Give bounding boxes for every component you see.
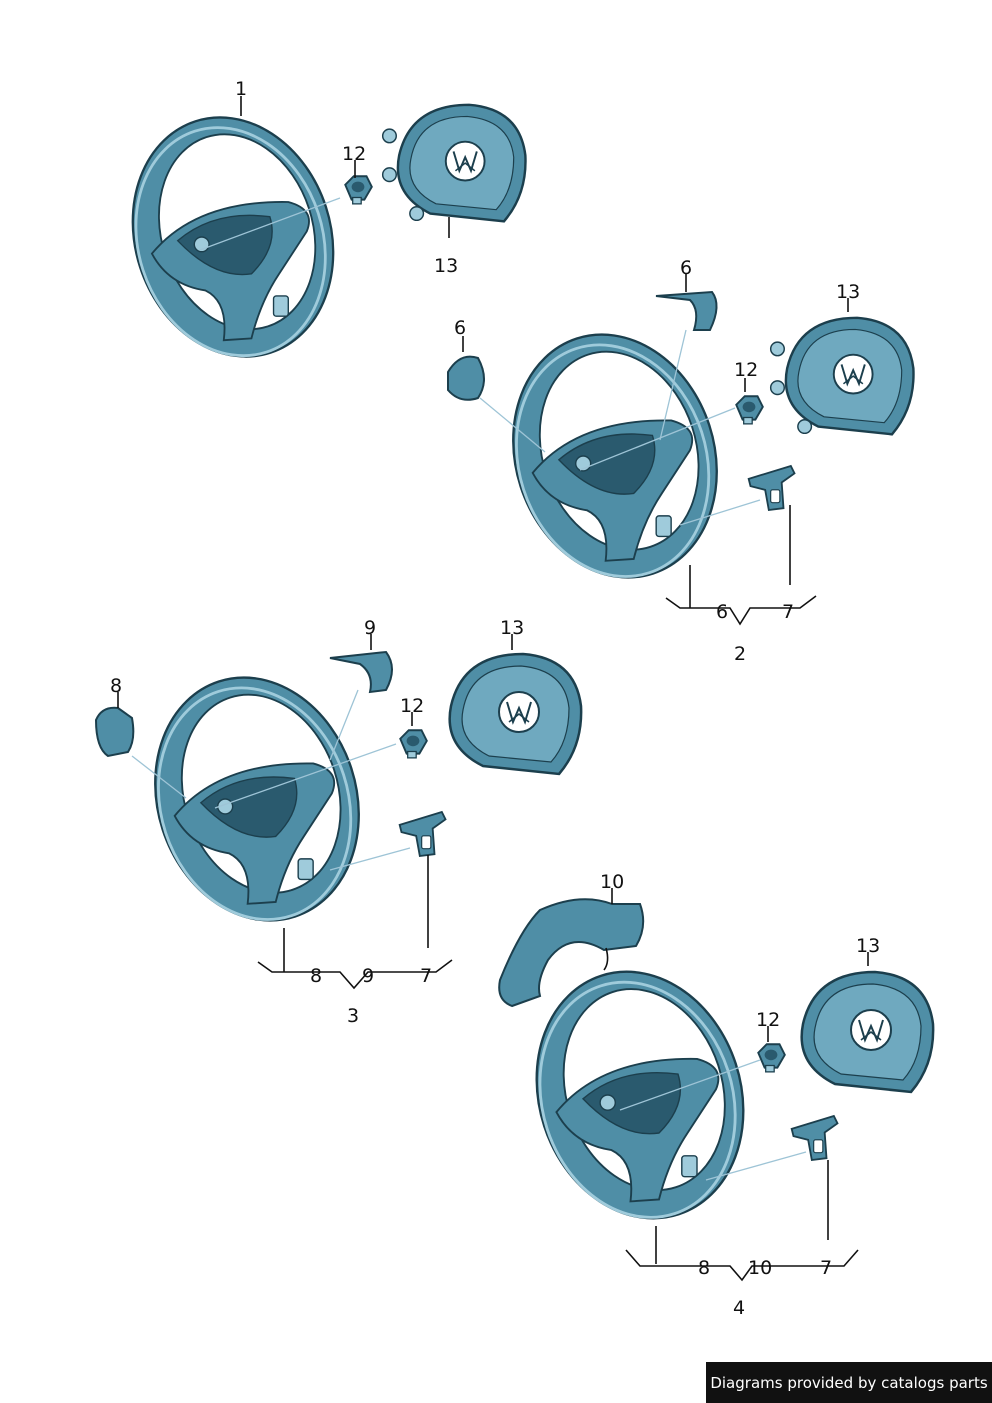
label-trim-left: 6 bbox=[454, 317, 466, 339]
wiring-harness[interactable] bbox=[498, 898, 645, 1008]
bracket-4[interactable] bbox=[790, 1115, 839, 1161]
switch-module[interactable] bbox=[94, 706, 135, 758]
label-assembly-4: 4 bbox=[733, 1297, 745, 1319]
airbag-3[interactable] bbox=[448, 652, 583, 776]
screw-3[interactable] bbox=[399, 729, 428, 759]
label-harness: 10 bbox=[600, 871, 624, 893]
screw-2[interactable] bbox=[735, 395, 764, 425]
steering-wheel-1[interactable] bbox=[103, 91, 364, 383]
steering-wheel-3[interactable] bbox=[125, 651, 390, 947]
label-trim-3: 9 bbox=[364, 617, 376, 639]
group-2: 6 6 12 13 6 7 2 bbox=[447, 257, 915, 665]
label-airbag-4: 13 bbox=[856, 935, 880, 957]
bracket-2[interactable] bbox=[747, 465, 796, 511]
label-assembly-3: 3 bbox=[347, 1005, 359, 1027]
screw-1[interactable] bbox=[344, 175, 373, 205]
label-screw-4: 12 bbox=[756, 1009, 780, 1031]
airbag-2[interactable] bbox=[769, 316, 915, 436]
label-airbag-1: 13 bbox=[434, 255, 458, 277]
label-screw-1: 12 bbox=[342, 143, 366, 165]
label-bracket-7-g3: 7 bbox=[420, 965, 432, 987]
label-airbag-3: 13 bbox=[500, 617, 524, 639]
label-bracket-8-g4: 8 bbox=[698, 1257, 710, 1279]
label-wheel-1: 1 bbox=[235, 78, 247, 100]
steering-wheel-4[interactable] bbox=[505, 945, 774, 1246]
label-switch: 8 bbox=[110, 675, 122, 697]
trim-cover-left[interactable] bbox=[447, 355, 485, 401]
trim-cover-top[interactable] bbox=[655, 290, 718, 331]
label-bracket-6: 6 bbox=[716, 601, 728, 623]
label-bracket-10: 10 bbox=[748, 1257, 772, 1279]
credit-banner: Diagrams provided by catalogs parts bbox=[706, 1362, 992, 1403]
label-airbag-2: 13 bbox=[836, 281, 860, 303]
label-screw-3: 12 bbox=[400, 695, 424, 717]
group-3: 8 9 12 13 8 9 7 3 bbox=[94, 617, 583, 1027]
screw-4[interactable] bbox=[757, 1043, 786, 1073]
label-bracket-7-g4: 7 bbox=[820, 1257, 832, 1279]
label-trim-top: 6 bbox=[680, 257, 692, 279]
group-1: 1 12 13 bbox=[103, 78, 527, 383]
label-screw-2: 12 bbox=[734, 359, 758, 381]
label-bracket-8: 8 bbox=[310, 965, 322, 987]
airbag-4[interactable] bbox=[800, 970, 935, 1094]
group-4: 10 12 13 8 10 7 4 bbox=[498, 871, 935, 1319]
label-bracket-7: 7 bbox=[782, 601, 794, 623]
label-bracket-9: 9 bbox=[362, 965, 374, 987]
airbag-1[interactable] bbox=[381, 103, 527, 223]
label-assembly-2: 2 bbox=[734, 643, 746, 665]
trim-cover-3[interactable] bbox=[329, 650, 393, 694]
